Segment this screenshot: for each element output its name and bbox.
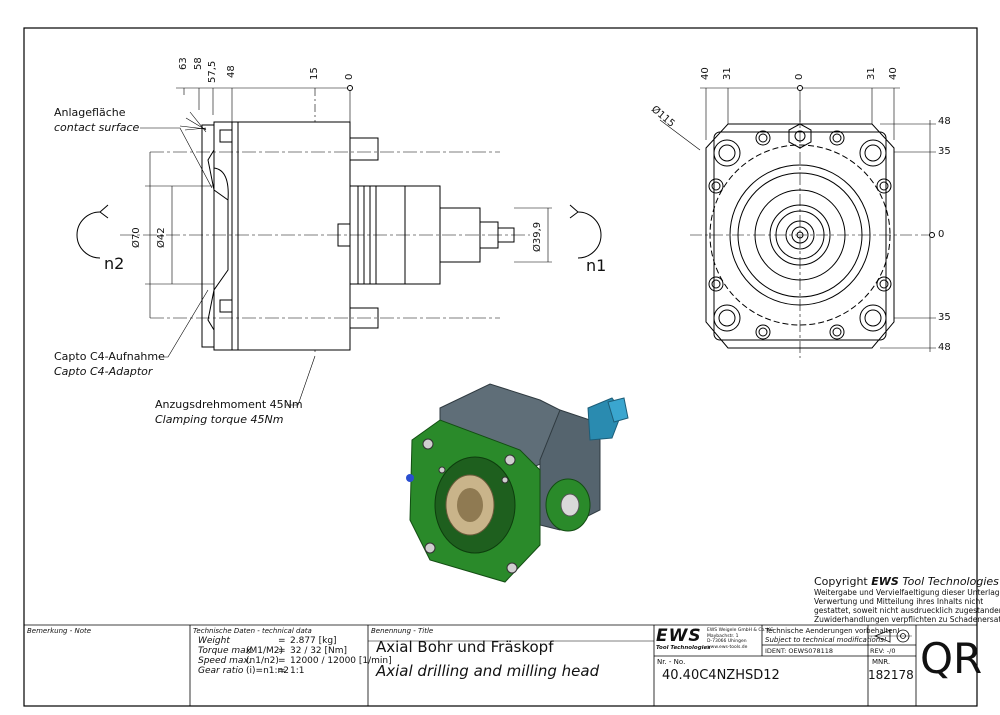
notice-de: Technische Aenderungen vorbehalten! xyxy=(765,627,900,635)
dim-48-top: 48 xyxy=(938,116,951,127)
rotation-label-n2: n2 xyxy=(104,254,125,273)
torque-label-en: Clamping torque 45Nm xyxy=(155,413,284,426)
front-view xyxy=(659,85,936,358)
drawing-frame xyxy=(23,27,978,707)
techdata-label: Technische Daten - technical data xyxy=(193,627,312,635)
dim-48-bottom: 48 xyxy=(938,342,951,353)
copyright-text: Weitergabe und Vervielfaeltigung dieser … xyxy=(814,588,1000,624)
qr-code: QR xyxy=(920,634,983,683)
dim-dia-70: Ø70 xyxy=(131,227,142,248)
dim-40-right: 40 xyxy=(888,67,899,80)
copyright-title: Copyright EWS Tool Technologies xyxy=(814,575,999,588)
adaptor-label-en: Capto C4-Adaptor xyxy=(54,365,153,378)
ews-logo: EWS Tool Technologies xyxy=(656,626,711,652)
dim-31-left: 31 xyxy=(722,67,733,80)
number-value: 40.40C4NZHSD12 xyxy=(662,668,780,683)
iso-render xyxy=(406,383,629,583)
notice-en: Subject to technical modifications! xyxy=(765,636,887,644)
dim-dia-39-9: Ø39,9 xyxy=(532,221,543,252)
dim-63: 63 xyxy=(178,57,189,70)
dim-57-5: 57,5 xyxy=(207,60,218,83)
dim-58: 58 xyxy=(193,57,204,70)
dim-0-side: 0 xyxy=(938,229,945,240)
adaptor-label-de: Capto C4-Aufnahme xyxy=(54,350,165,363)
remark-label: Bemerkung - Note xyxy=(27,627,92,635)
title-en: Axial drilling and milling head xyxy=(376,662,600,680)
dim-35-top: 35 xyxy=(938,146,951,157)
title-label: Benennung - Title xyxy=(371,627,434,635)
dim-40-left: 40 xyxy=(700,67,711,80)
contact-surface-label-en: contact surface xyxy=(54,121,140,134)
mnr-label: MNR. xyxy=(872,658,891,666)
rotation-label-n1: n1 xyxy=(586,256,607,275)
torque-label-de: Anzugsdrehmoment 45Nm xyxy=(155,398,303,411)
side-view xyxy=(76,85,602,406)
dim-35-bottom: 35 xyxy=(938,312,951,323)
title-de: Axial Bohr und Fräskopf xyxy=(376,638,554,656)
contact-surface-label-de: Anlagefläche xyxy=(54,106,126,119)
title-block-grid xyxy=(24,624,977,706)
company-address: EWS Weigele GmbH & Co. KG Maybachstr. 1 … xyxy=(707,628,774,650)
mnr-value: 182178 xyxy=(868,668,914,682)
revision: REV: -/0 xyxy=(870,647,896,655)
dim-15: 15 xyxy=(309,67,320,80)
ident: IDENT: OEWS078118 xyxy=(765,647,834,655)
number-label: Nr. - No. xyxy=(657,658,686,666)
dim-0-left: 0 xyxy=(344,73,355,80)
dim-dia-42: Ø42 xyxy=(156,227,167,248)
dim-48-left: 48 xyxy=(226,65,237,78)
dim-0-top: 0 xyxy=(794,73,805,80)
dim-31-right: 31 xyxy=(866,67,877,80)
